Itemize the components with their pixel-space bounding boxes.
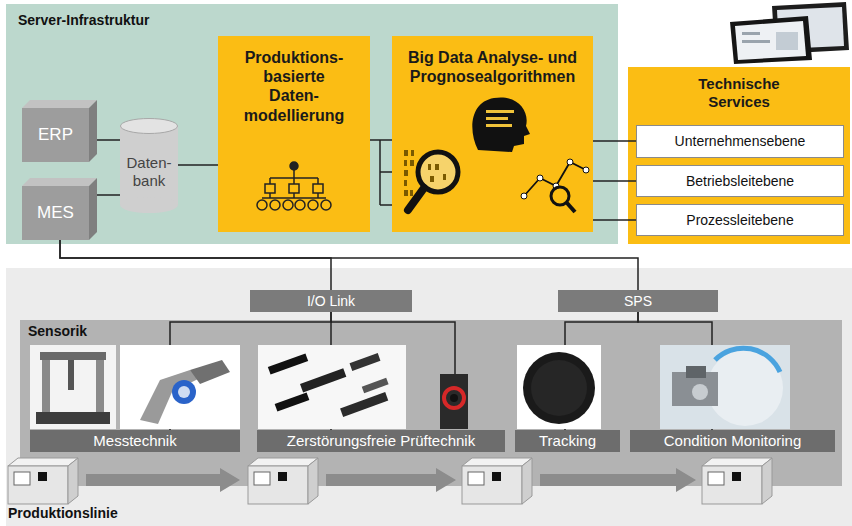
process-box: Big Data Analyse- und Prognosealgorithme… (392, 36, 593, 232)
connector-line (638, 312, 712, 430)
connector-line (593, 219, 636, 221)
level-box: Betriebsleitebene (636, 165, 844, 197)
line-label: Produktionslinie (8, 505, 118, 521)
node-text: Zerstörungsfreie Prüftechnik (287, 432, 475, 450)
system-box: MES (22, 178, 97, 240)
connector-line (330, 312, 332, 430)
connector-line (97, 194, 120, 196)
connector-line (60, 240, 638, 290)
production-machines (8, 458, 772, 504)
interface-bar: I/O Link (250, 290, 412, 312)
node-text: Betriebsleitebene (686, 173, 794, 190)
database-cylinder: Daten- bank (120, 118, 178, 213)
node-text: Unternehmensebene (675, 133, 806, 150)
node-text: Produktions- basierte Daten- modellierun… (244, 48, 344, 125)
analytics-icons (404, 97, 589, 212)
node-text: Prozessleitebene (686, 212, 793, 229)
bus-wire (331, 322, 455, 374)
services-panel: Technische ServicesUnternehmensebeneBetr… (628, 67, 850, 244)
connector-line (370, 139, 392, 141)
connector-line (170, 312, 331, 430)
node-text: ERP (38, 125, 73, 145)
node-text: Tracking (539, 432, 596, 450)
node-text: Condition Monitoring (664, 432, 802, 450)
sensor-bar: Zerstörungsfreie Prüftechnik (257, 430, 505, 452)
connector-line (565, 312, 638, 430)
tree-icon (257, 162, 331, 210)
node-text: Daten- bank (126, 154, 171, 190)
system-box: ERP (22, 100, 97, 162)
node-text: SPS (624, 293, 652, 310)
sensor-bar: Messtechnik (30, 430, 240, 452)
node-text: Big Data Analyse- und Prognosealgorithme… (397, 48, 589, 86)
node-text: I/O Link (307, 293, 355, 310)
branch-bracket (380, 140, 392, 205)
level-box: Unternehmensebene (636, 125, 844, 158)
node-text: MES (37, 203, 74, 223)
sensor-pictures (30, 345, 790, 429)
interface-bar: SPS (558, 290, 718, 312)
connector-line (60, 240, 331, 290)
node-text: Messtechnik (93, 432, 176, 450)
connector-line (97, 139, 120, 141)
tablet-picture (730, 2, 849, 64)
process-box: Produktions- basierte Daten- modellierun… (218, 36, 370, 232)
connector-line (178, 164, 218, 166)
connector-line (593, 180, 636, 182)
level-box: Prozessleitebene (636, 204, 844, 236)
connector-line (593, 140, 636, 142)
sensor-bar: Condition Monitoring (630, 430, 835, 452)
sensor-bar: Tracking (515, 430, 620, 452)
node-text: Technische Services (698, 75, 779, 111)
server-panel: Server-InfrastrukturERP MES Daten- bank Pro… (6, 4, 618, 244)
sensor-panel: SensorikMesstechnik Zerstörungsfreie Prüf… (20, 320, 842, 486)
panel-heading: Sensorik (28, 323, 87, 340)
panel-heading: Server-Infrastruktur (18, 12, 150, 29)
